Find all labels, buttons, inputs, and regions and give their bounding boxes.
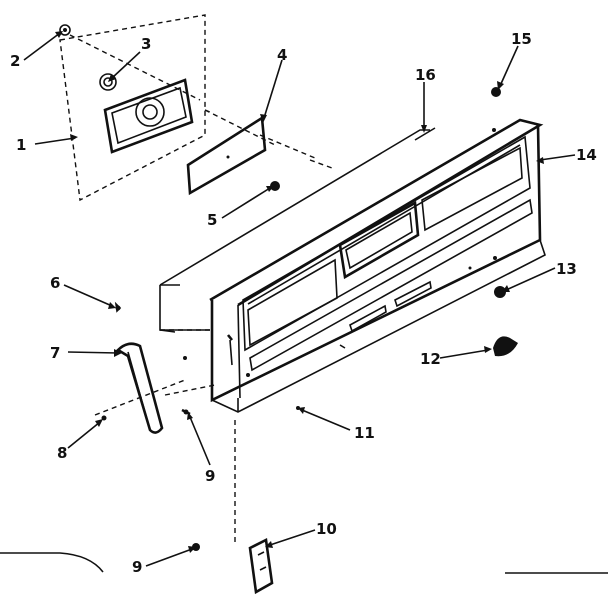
label-part-3: 3 <box>141 35 151 53</box>
part-2-screw <box>59 24 71 36</box>
part-number-labels: 1 2 3 4 5 6 7 8 9 10 11 12 13 14 15 16 9 <box>10 30 597 576</box>
label-part-14: 14 <box>576 146 597 164</box>
part-14-control-panel <box>209 118 546 413</box>
label-part-13: 13 <box>556 260 577 278</box>
part-13-screw <box>494 286 506 298</box>
part-3-washer <box>99 73 117 91</box>
label-part-11: 11 <box>354 424 375 442</box>
leader-lines <box>23 31 576 567</box>
label-part-12: 12 <box>420 350 441 368</box>
label-part-9: 9 <box>205 467 215 485</box>
part-5-screw <box>270 181 280 191</box>
label-part-15: 15 <box>511 30 532 48</box>
label-part-16: 16 <box>415 66 436 84</box>
label-part-6: 6 <box>50 274 60 292</box>
part-16-back-panel <box>159 127 436 360</box>
part-1-timer-assembly <box>59 14 206 202</box>
label-part-10: 10 <box>316 520 337 538</box>
label-part-5: 5 <box>207 211 217 229</box>
label-part-4: 4 <box>277 46 287 64</box>
label-part-1: 1 <box>16 136 26 154</box>
part-12-knob <box>493 336 518 357</box>
dashed-guide-lines <box>69 34 333 545</box>
part-4-lens <box>186 115 267 196</box>
part-10-bracket <box>248 538 274 595</box>
label-part-9-lower: 9 <box>132 558 142 576</box>
floor-lines <box>0 552 608 574</box>
label-part-8: 8 <box>57 444 67 462</box>
label-part-7: 7 <box>50 344 60 362</box>
part-6-clip <box>114 301 122 313</box>
part-7-end-cap <box>115 342 164 434</box>
label-part-2: 2 <box>10 52 20 70</box>
